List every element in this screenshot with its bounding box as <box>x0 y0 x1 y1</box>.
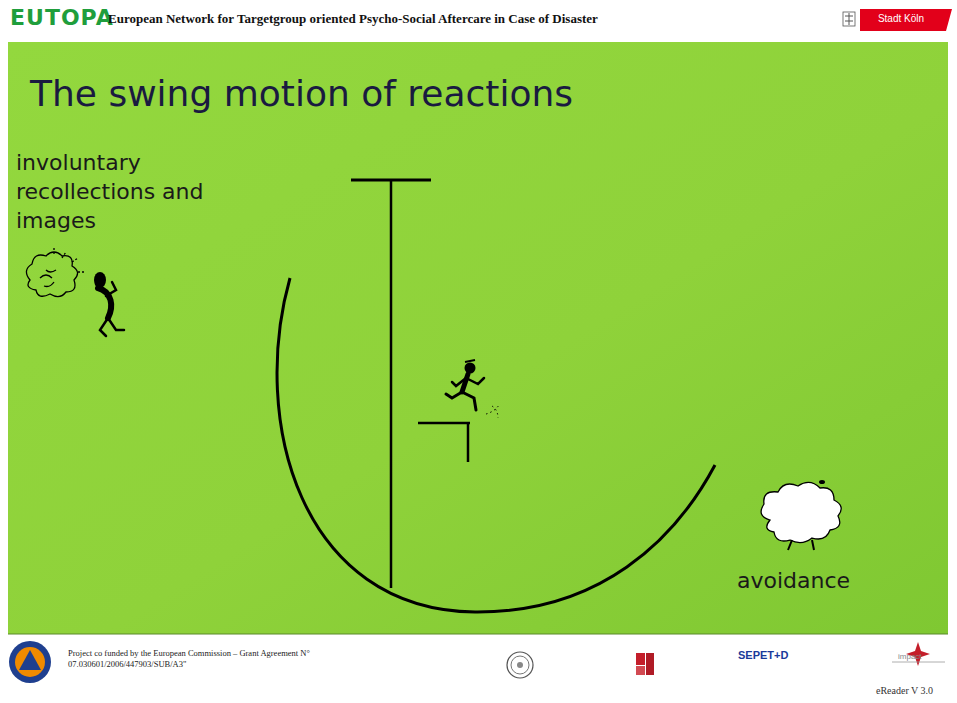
impact-logo-mark <box>892 642 945 666</box>
version-note: eReader V 3.0 <box>876 685 933 696</box>
panel-rule <box>8 634 948 635</box>
partner-name: SEPET+D <box>738 649 788 661</box>
slide-title: The swing motion of reactions <box>30 73 573 114</box>
reaction-label: involuntary recollections and images <box>16 150 204 233</box>
hiding-cloud <box>761 480 841 550</box>
city-slash <box>940 9 952 31</box>
partner-name-box: SEPET+D <box>738 649 788 661</box>
version-note-box: eReader V 3.0 <box>876 685 933 696</box>
slide-title-box: The swing motion of reactions <box>30 72 573 116</box>
explosion-cloud <box>26 248 84 297</box>
ab-logo <box>636 653 654 675</box>
civil-protection-logo <box>9 641 51 683</box>
reaction-label-box: avoidance <box>737 566 850 595</box>
university-seal <box>507 652 533 678</box>
reaction-label: avoidance <box>737 568 850 593</box>
brand-logo: EUTOPA <box>10 5 114 30</box>
funding-note: Project co funded by the European Commis… <box>68 648 310 669</box>
partner-name: impact <box>898 652 922 661</box>
partner-name-box: impact <box>898 652 922 661</box>
city-box <box>860 9 944 31</box>
funding-note-box: Project co funded by the European Commis… <box>68 648 318 670</box>
header-text-box: European Network for Targetgroup oriente… <box>108 11 598 27</box>
city-name: Stadt Köln <box>878 13 924 24</box>
header-text: European Network for Targetgroup oriente… <box>108 11 598 26</box>
city-emblem <box>843 12 855 26</box>
runner-figure <box>418 360 500 462</box>
brand-logo-box: EUTOPA <box>10 5 114 30</box>
swing <box>277 180 715 612</box>
reaction-label-box: involuntary recollections and images <box>16 148 251 235</box>
scared-figure <box>94 272 124 336</box>
green-panel <box>8 42 948 634</box>
city-name-box: Stadt Köln <box>862 13 940 24</box>
